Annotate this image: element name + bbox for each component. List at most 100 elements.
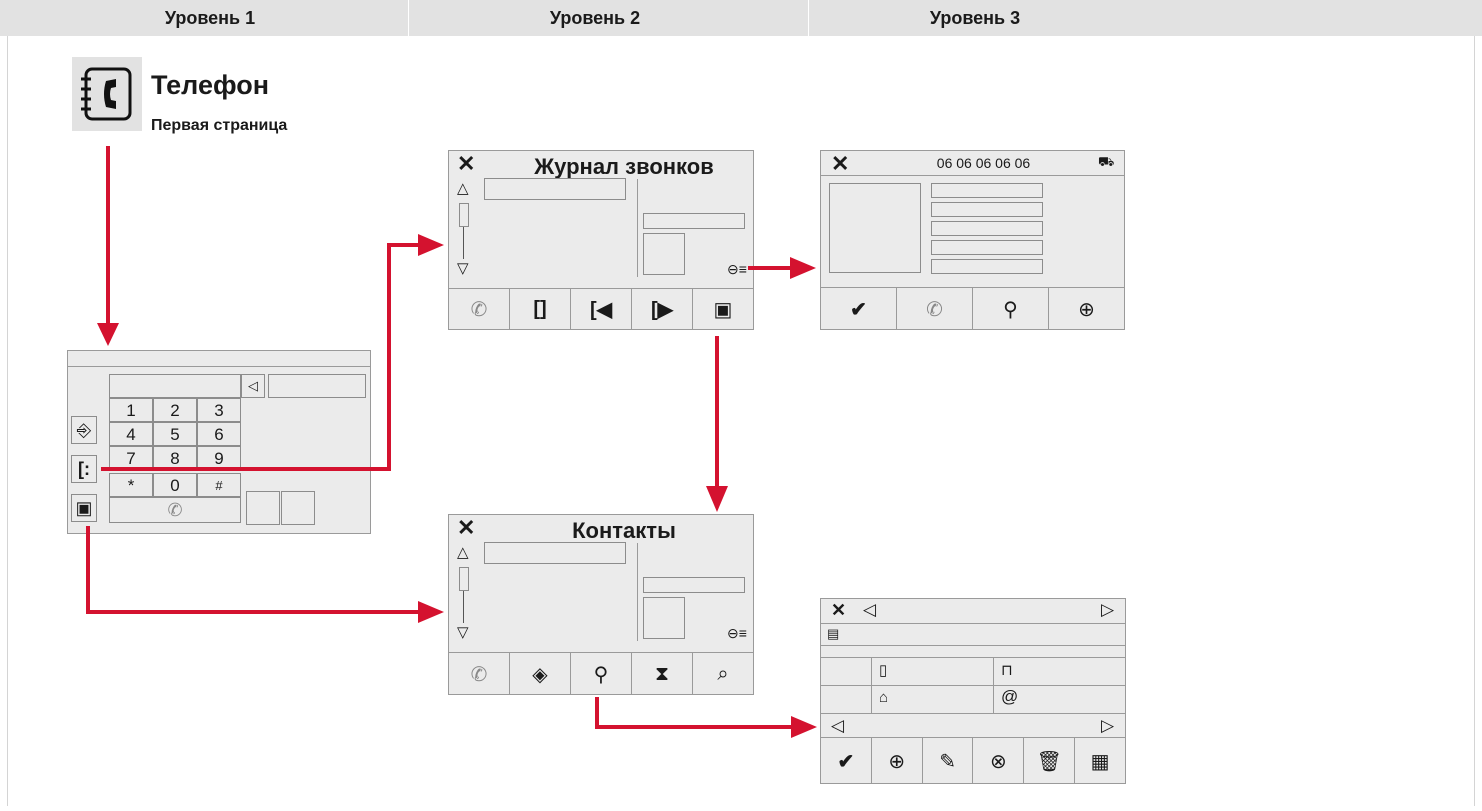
search-abc-icon: ⌕ — [717, 662, 729, 685]
scrollbar-thumb[interactable] — [459, 203, 469, 227]
photo-placeholder — [643, 597, 685, 639]
key-3[interactable]: 3 — [197, 398, 241, 422]
header-divider — [408, 0, 409, 36]
home-icon[interactable]: ⌂ — [879, 689, 889, 706]
contact-display-button[interactable]: ▦ — [1074, 738, 1125, 784]
key-2[interactable]: 2 — [153, 398, 197, 422]
incoming-calls-button[interactable]: [◀ — [570, 289, 631, 330]
contact-card-toolbar: ✔ ⊕ ✎ ⊗ 🗑 ▦ — [821, 737, 1125, 784]
remove-contact-button[interactable]: ⊗ — [972, 738, 1023, 784]
row-divider — [821, 623, 1125, 624]
email-at-icon[interactable]: @ — [1001, 687, 1019, 706]
check-icon: ✔ — [837, 750, 855, 773]
call-button[interactable]: ✆ — [449, 289, 509, 330]
filter-list-icon[interactable]: ⊖≡ — [727, 261, 747, 277]
shortcut-slot-2[interactable] — [281, 491, 315, 525]
add-contact-button[interactable]: ⊕ — [870, 738, 922, 784]
scroll-up-icon[interactable]: △ — [457, 544, 469, 561]
close-icon[interactable]: ✕ — [457, 151, 476, 176]
phone-number: 06 06 06 06 06 — [936, 155, 1031, 171]
call-log-icon: [: — [78, 459, 90, 479]
prev-field-button[interactable]: ◁ — [831, 716, 845, 735]
call-button[interactable]: ✆ — [449, 653, 509, 695]
page-title: Телефон — [151, 70, 270, 100]
detail-field — [931, 259, 1043, 274]
next-field-button[interactable]: ▷ — [1101, 716, 1115, 735]
key-star[interactable]: * — [109, 473, 153, 497]
scroll-down-icon[interactable]: ▽ — [457, 624, 469, 641]
list-item[interactable] — [484, 542, 626, 564]
close-icon[interactable]: ✕ — [831, 151, 850, 176]
detail-field — [931, 221, 1043, 236]
sort-button[interactable]: ⧗ — [631, 653, 692, 695]
scroll-up-icon[interactable]: △ — [457, 180, 469, 197]
page-subtitle: Первая страница — [151, 117, 288, 134]
contacts-title: Контакты — [572, 518, 676, 543]
level-1-label: Уровень 1 — [164, 8, 256, 28]
add-contact-icon: ⊕ — [888, 750, 906, 773]
prev-contact-button[interactable]: ◁ — [863, 600, 877, 619]
sidebar-item-contacts[interactable]: ▣ — [71, 494, 97, 522]
level-header: Уровень 1 Уровень 2 Уровень 3 — [0, 0, 1482, 36]
divider — [637, 543, 638, 641]
search-button[interactable]: ⌕ — [692, 653, 753, 695]
view-contact-button[interactable]: ⚲ — [972, 288, 1048, 330]
confirm-button[interactable]: ✔ — [821, 738, 871, 784]
scroll-down-icon[interactable]: ▽ — [457, 260, 469, 277]
shortcut-slot-1[interactable] — [246, 491, 280, 525]
row-divider — [821, 685, 1125, 686]
key-hash[interactable]: # — [197, 473, 241, 497]
contacts-icon: ▣ — [713, 299, 733, 321]
sidebar-item-exit[interactable]: ⎆ — [71, 416, 97, 444]
column-divider — [993, 657, 994, 713]
navigate-contact-button[interactable]: ◈ — [509, 653, 570, 695]
close-icon[interactable]: ✕ — [831, 600, 847, 620]
contacts-icon: ▣ — [75, 498, 93, 518]
arrowhead — [418, 601, 444, 623]
sidebar-item-call-log[interactable]: [: — [71, 455, 97, 483]
key-5[interactable]: 5 — [153, 422, 197, 446]
detail-field — [643, 213, 745, 229]
row-divider — [821, 713, 1125, 714]
incoming-call-icon: [◀ — [589, 299, 613, 321]
call-button[interactable]: ✆ — [896, 288, 972, 330]
key-1[interactable]: 1 — [109, 398, 153, 422]
handset-icon: ✆ — [926, 298, 943, 321]
delete-all-button[interactable]: 🗑 — [1023, 738, 1074, 784]
sort-icon: ⧗ — [654, 662, 670, 685]
detail-field — [931, 202, 1043, 217]
outgoing-calls-button[interactable]: [▶ — [631, 289, 692, 330]
number-input[interactable] — [109, 374, 241, 398]
level-3-label: Уровень 3 — [929, 8, 1021, 28]
all-calls-button[interactable]: [] — [509, 289, 570, 330]
mobile-phone-icon[interactable]: ▯ — [879, 662, 888, 679]
phone-book-icon — [72, 57, 142, 131]
key-0[interactable]: 0 — [153, 473, 197, 497]
level-2-label: Уровень 2 — [549, 8, 641, 28]
add-contact-icon: ⊕ — [1078, 298, 1095, 321]
view-contact-button[interactable]: ⚲ — [570, 653, 631, 695]
dial-call-button[interactable]: ✆ — [109, 497, 241, 523]
backspace-button[interactable]: ◁ — [241, 374, 265, 398]
contact-display-icon: ▦ — [1090, 750, 1110, 773]
arrowhead — [790, 257, 816, 279]
arrow-dialer-to-contacts — [86, 526, 420, 614]
key-6[interactable]: 6 — [197, 422, 241, 446]
contacts-button[interactable]: ▣ — [692, 289, 753, 330]
confirm-button[interactable]: ✔ — [821, 288, 896, 330]
filter-list-icon[interactable]: ⊖≡ — [727, 625, 747, 641]
handset-icon: ✆ — [470, 299, 488, 321]
frame-right — [1474, 36, 1475, 806]
scrollbar-thumb[interactable] — [459, 567, 469, 591]
list-item[interactable] — [484, 178, 626, 200]
edit-contact-button[interactable]: ✎ — [921, 738, 973, 784]
next-contact-button[interactable]: ▷ — [1101, 600, 1115, 619]
arrowhead — [791, 716, 817, 738]
work-briefcase-icon[interactable]: ⊓ — [1001, 662, 1013, 679]
arrow-contacts-to-card — [595, 697, 793, 729]
close-icon[interactable]: ✕ — [457, 515, 476, 540]
trash-icon: 🗑 — [1036, 750, 1062, 773]
key-4[interactable]: 4 — [109, 422, 153, 446]
add-contact-button[interactable]: ⊕ — [1048, 288, 1124, 330]
